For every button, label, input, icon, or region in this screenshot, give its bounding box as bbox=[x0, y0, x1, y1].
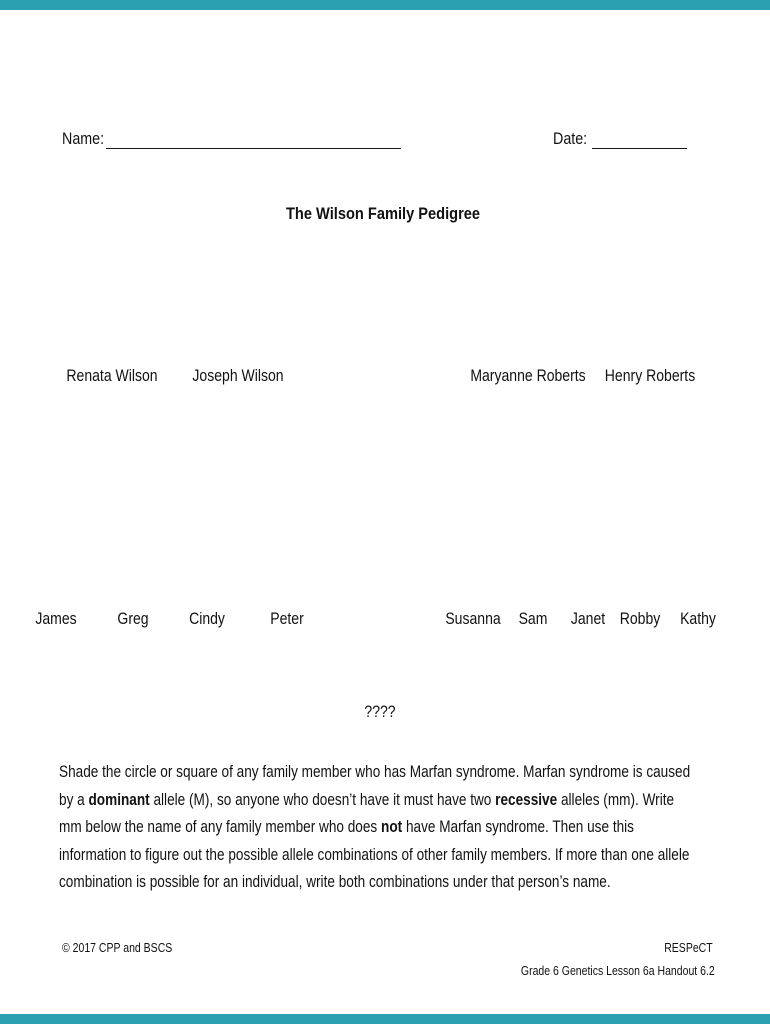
instruction-line: information to figure out the possible a… bbox=[59, 841, 690, 869]
pedigree-name-james: James bbox=[35, 610, 77, 628]
pedigree-name-joseph-wilson: Joseph Wilson bbox=[192, 367, 284, 385]
instruction-text: Shade the circle or square of any family… bbox=[59, 762, 691, 781]
pedigree-male-square-joseph-wilson bbox=[220, 285, 258, 358]
pedigree-male-square-henry-roberts bbox=[625, 288, 663, 360]
pedigree-female-circle-janet bbox=[567, 527, 609, 603]
instruction-text: mm below the name of any family member w… bbox=[59, 817, 382, 836]
pedigree-name-robby: Robby bbox=[619, 610, 661, 628]
pedigree-female-circle-maryanne-roberts bbox=[506, 286, 548, 362]
pedigree-male-square-james bbox=[38, 527, 75, 598]
instruction-text: information to figure out the possible a… bbox=[59, 844, 690, 864]
page-title: The Wilson Family Pedigree bbox=[285, 204, 481, 223]
pedigree-name-susanna: Susanna bbox=[445, 610, 501, 628]
instruction-bold-term: dominant bbox=[88, 789, 150, 809]
instructions-paragraph: Shade the circle or square of any family… bbox=[59, 758, 690, 896]
instruction-line: mm below the name of any family member w… bbox=[59, 813, 690, 841]
footer-handout: Grade 6 Genetics Lesson 6a Handout 6.2 bbox=[521, 964, 715, 978]
pedigree-name-kathy: Kathy bbox=[680, 610, 716, 628]
pedigree-name-henry-roberts: Henry Roberts bbox=[604, 367, 696, 385]
pedigree-male-square-greg bbox=[114, 527, 151, 597]
footer-copyright: © 2017 CPP and BSCS bbox=[62, 941, 173, 955]
pedigree-name-renata-wilson: Renata Wilson bbox=[66, 367, 158, 385]
instruction-text: combination is possible for an individua… bbox=[59, 872, 611, 891]
pedigree-female-circle-cindy bbox=[185, 524, 227, 600]
instruction-line: combination is possible for an individua… bbox=[59, 868, 690, 896]
pedigree-female-circle-unknown-child bbox=[358, 628, 402, 700]
pedigree-name-greg: Greg bbox=[117, 610, 149, 628]
pedigree-name-sam: Sam bbox=[518, 610, 548, 628]
instruction-text: allele (M), so anyone who doesn’t have i… bbox=[149, 789, 496, 809]
footer-program: RESPeCT bbox=[664, 941, 713, 955]
pedigree-male-square-peter bbox=[268, 527, 307, 598]
instruction-line: Shade the circle or square of any family… bbox=[59, 758, 690, 786]
date-label: Date: bbox=[553, 129, 588, 148]
instruction-text: alleles (mm). Write bbox=[557, 789, 675, 809]
pedigree-name-unknown-child: ???? bbox=[364, 703, 396, 721]
pedigree-male-square-robby bbox=[622, 530, 658, 603]
pedigree-female-circle-kathy bbox=[677, 527, 719, 603]
instruction-text: have Marfan syndrome. Then use this bbox=[402, 817, 634, 836]
pedigree-name-janet: Janet bbox=[570, 610, 606, 628]
pedigree-name-maryanne-roberts: Maryanne Roberts bbox=[470, 367, 586, 385]
pedigree-female-circle-renata-wilson bbox=[96, 281, 138, 359]
top-accent-bar bbox=[0, 0, 770, 10]
instruction-text: by a bbox=[59, 789, 89, 809]
pedigree-name-peter: Peter bbox=[270, 610, 304, 628]
pedigree-name-cindy: Cindy bbox=[189, 610, 225, 628]
date-blank-line bbox=[592, 131, 687, 149]
instruction-bold-term: recessive bbox=[495, 789, 558, 809]
instruction-line: by a dominant allele (M), so anyone who … bbox=[59, 786, 690, 814]
name-blank-line bbox=[106, 131, 401, 149]
name-label: Name: bbox=[62, 129, 105, 148]
bottom-accent-bar bbox=[0, 1014, 770, 1024]
instruction-bold-term: not bbox=[381, 817, 403, 836]
pedigree-male-square-sam bbox=[515, 528, 552, 601]
pedigree-female-circle-susanna bbox=[452, 528, 494, 604]
